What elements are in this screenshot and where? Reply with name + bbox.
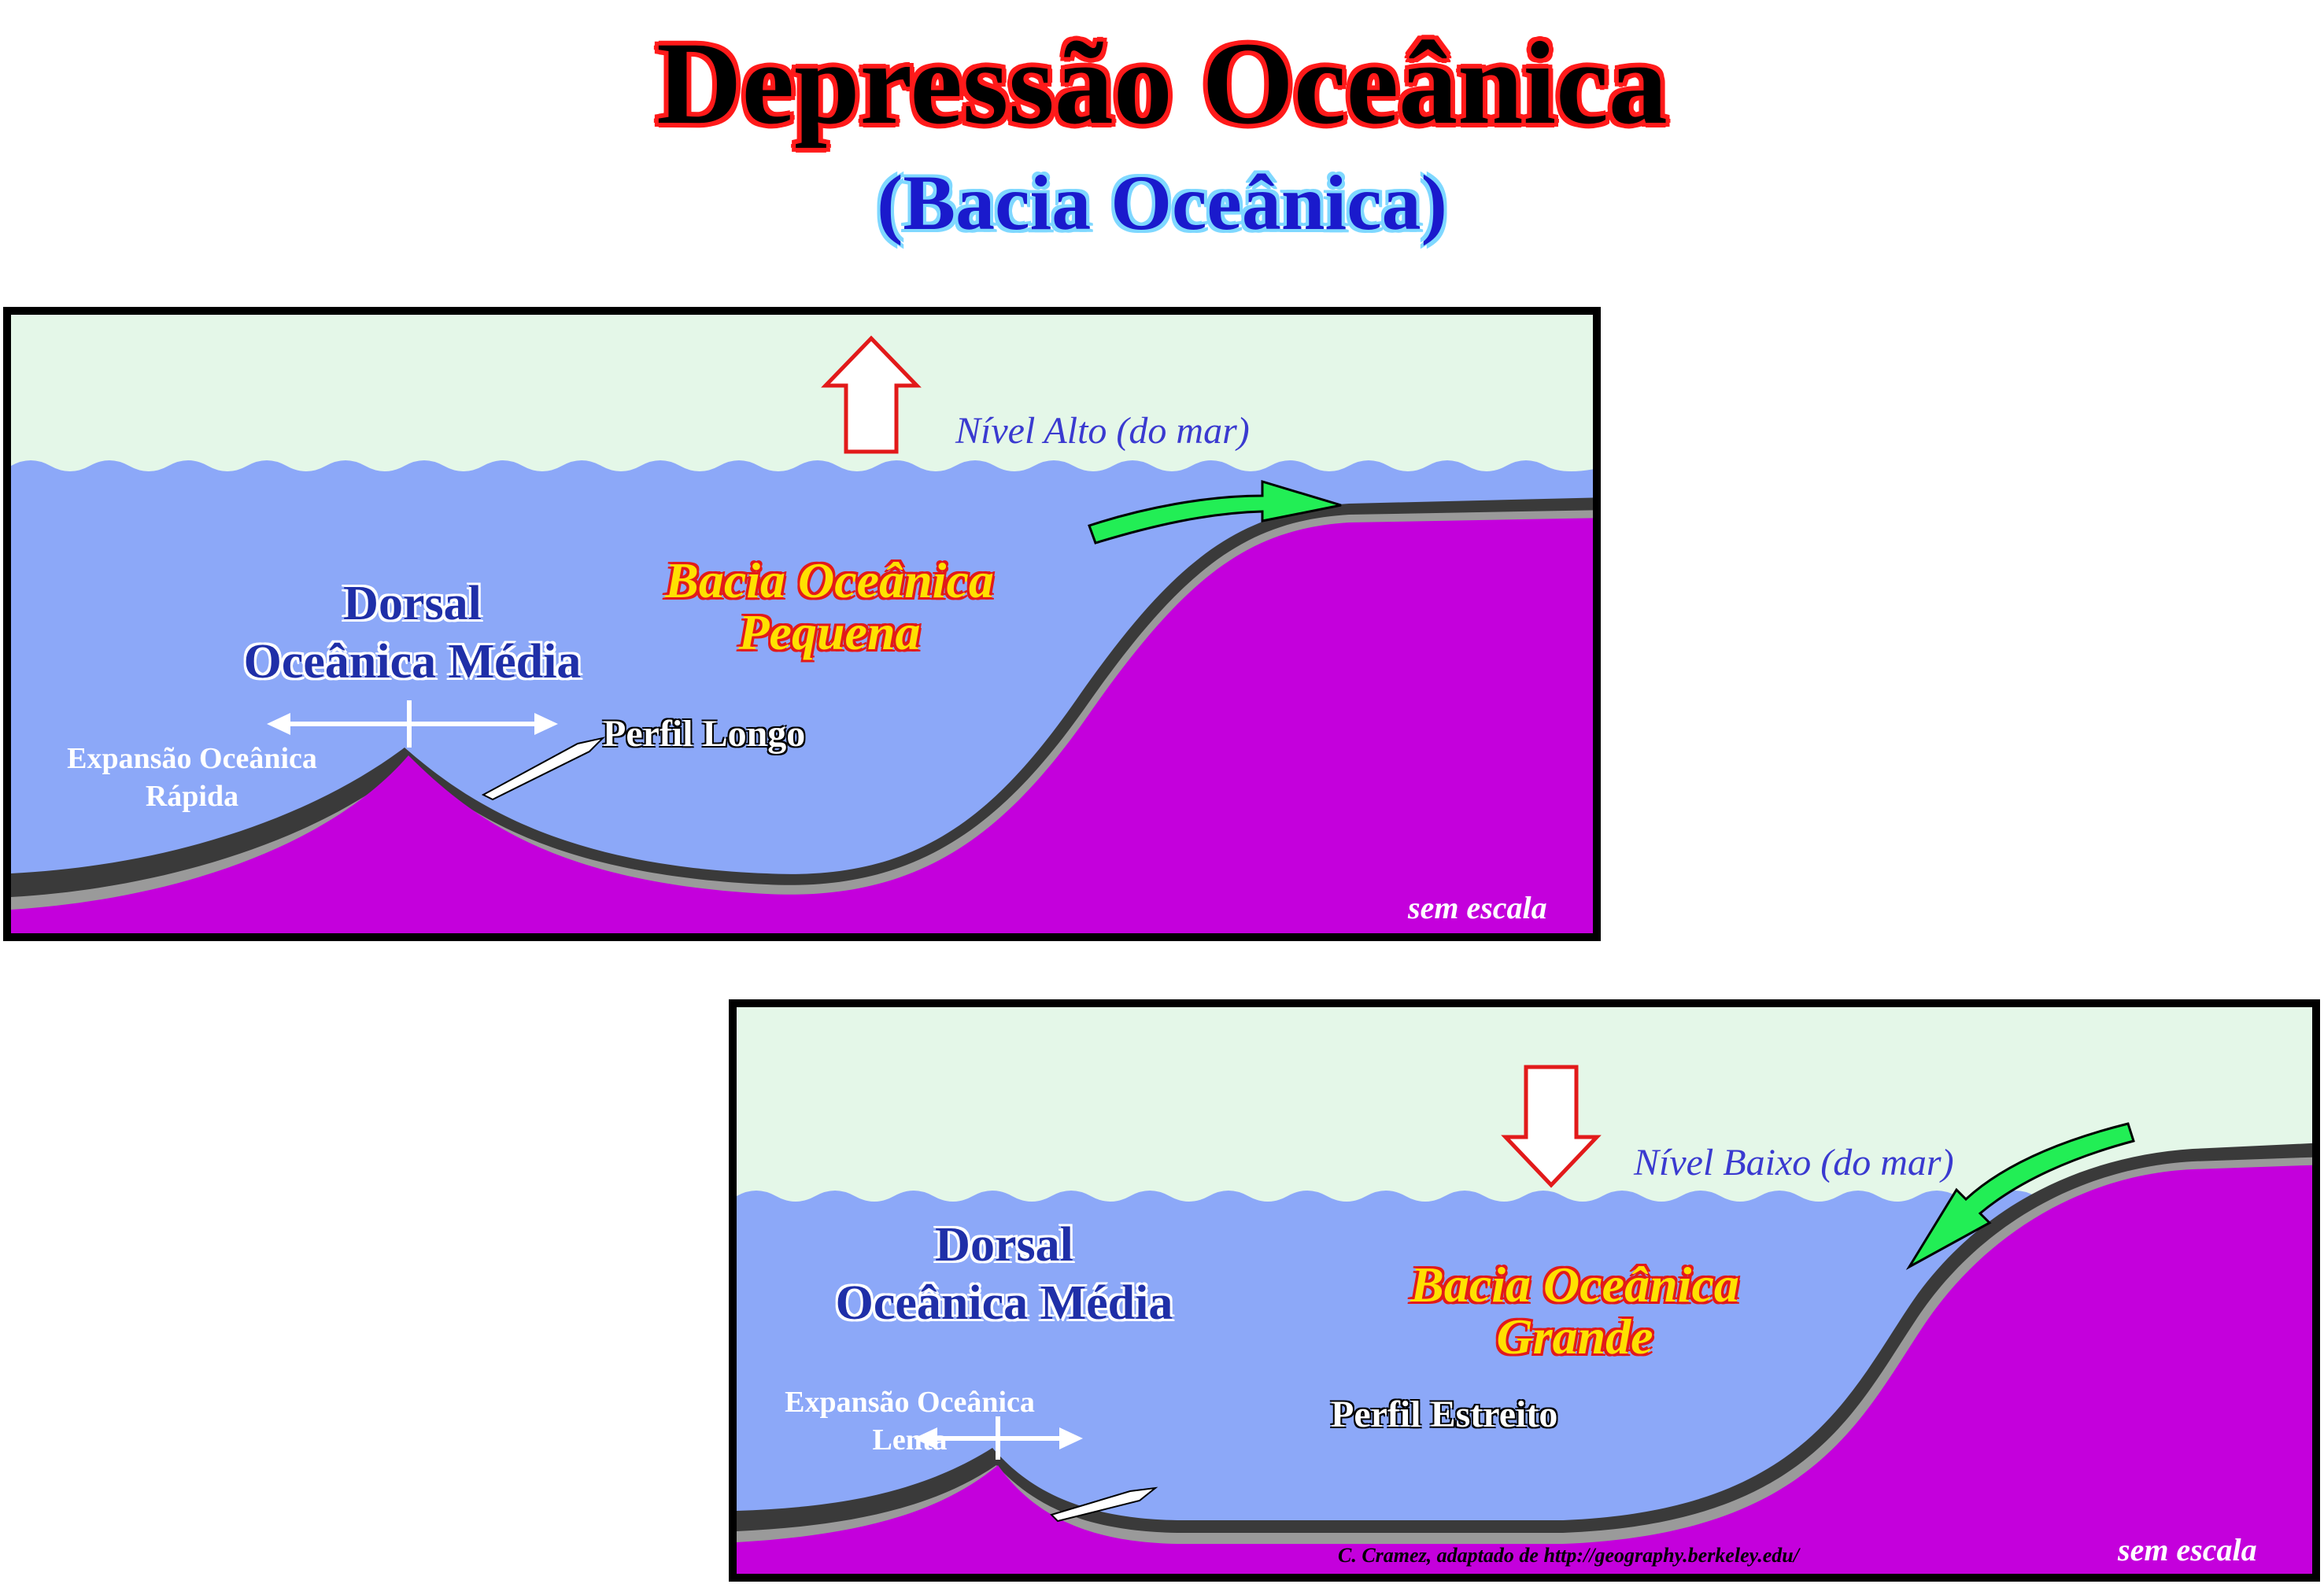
- ridge-label: Dorsal Oceânica Média: [823, 1216, 1185, 1332]
- ridge-label-line1: Dorsal: [935, 1218, 1073, 1272]
- oceanic-crust: [737, 1165, 2312, 1574]
- panel-low-sea-level: Nível Baixo (do mar) Dorsal Oceânica Méd…: [729, 999, 2320, 1582]
- expansion-label: Expansão Oceânica Lenta: [768, 1383, 1051, 1459]
- down-arrow-icon: [1501, 1065, 1602, 1188]
- basin-label-line2: Pequena: [738, 604, 921, 660]
- basin-label: Bacia Oceânica Pequena: [633, 555, 1026, 659]
- panel-high-sea-level: Nível Alto (do mar) Dorsal Oceânica Médi…: [3, 307, 1601, 941]
- ridge-label-line2: Oceânica Média: [243, 635, 582, 689]
- sea-level-label: Nível Alto (do mar): [955, 410, 1250, 452]
- basin-label-line2: Grande: [1496, 1309, 1653, 1364]
- scale-label: sem escala: [1408, 890, 1547, 925]
- cross-section-diagram-bottom: [737, 1065, 2312, 1574]
- page-title: Depressão Oceânica: [656, 18, 1668, 149]
- profile-label: Perfil Longo: [603, 713, 806, 755]
- expansion-label: Expansão Oceânica Rápida: [50, 740, 334, 815]
- profile-label: Perfil Estreito: [1331, 1394, 1558, 1435]
- cross-section-diagram-top: [11, 335, 1593, 933]
- source-credit: C. Cramez, adaptado de http://geography.…: [1338, 1544, 1799, 1567]
- sea-level-label: Nível Baixo (do mar): [1634, 1142, 1954, 1183]
- ridge-label-line1: Dorsal: [343, 577, 482, 630]
- page-subtitle: (Bacia Oceânica): [877, 159, 1447, 246]
- basin-label-line1: Bacia Oceânica: [665, 552, 994, 608]
- expansion-label-line1: Expansão Oceânica: [67, 742, 317, 775]
- expansion-label-line1: Expansão Oceânica: [785, 1386, 1035, 1419]
- green-arrow-icon: [1905, 1122, 2135, 1271]
- green-arrow-icon: [1088, 479, 1342, 545]
- expansion-label-line2: Lenta: [872, 1423, 948, 1457]
- basin-label: Bacia Oceânica Grande: [1378, 1259, 1772, 1363]
- expansion-label-line2: Rápida: [145, 780, 239, 813]
- oceanic-crust: [11, 518, 1593, 933]
- ridge-label-line2: Oceânica Média: [835, 1276, 1173, 1330]
- basin-label-line1: Bacia Oceânica: [1410, 1257, 1739, 1313]
- scale-label: sem escala: [2118, 1532, 2257, 1567]
- ridge-label: Dorsal Oceânica Média: [231, 574, 593, 691]
- up-arrow-icon: [821, 335, 922, 454]
